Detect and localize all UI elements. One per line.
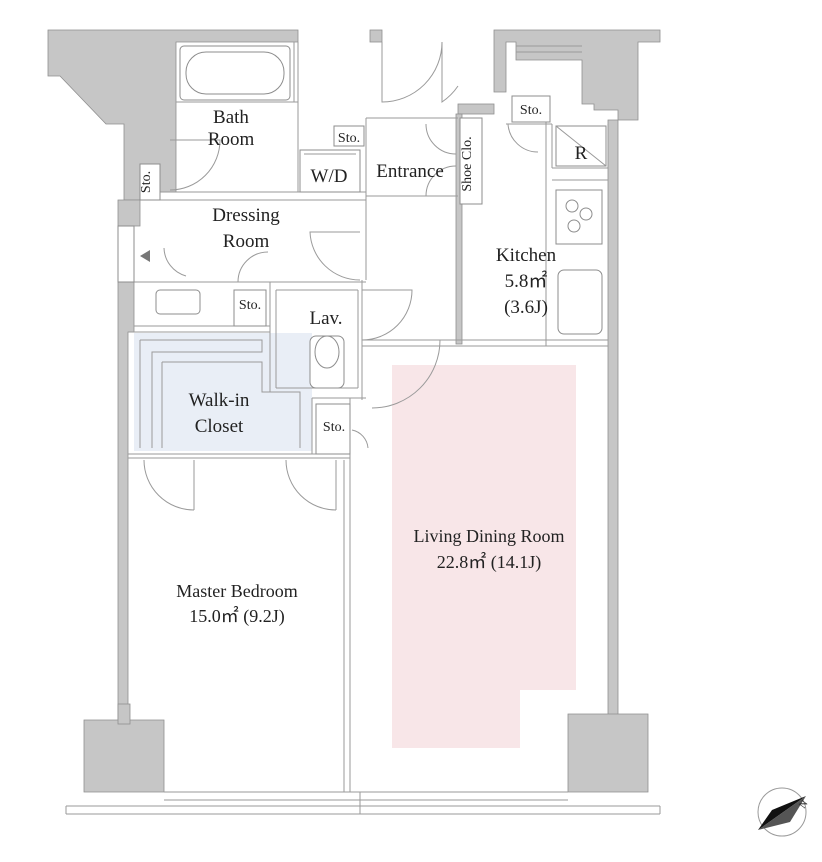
kitchen-area-label: 5.8㎡ xyxy=(505,269,548,292)
wall-entrance-right xyxy=(457,103,495,115)
shoe-closet-label: Shoe Clo. xyxy=(460,136,475,191)
living-dining-area-label: 22.8㎡ (14.1J) xyxy=(437,551,542,573)
wall-kitchen-divider xyxy=(455,113,463,345)
walkin-closet-label-line1: Walk-in xyxy=(189,390,250,411)
wall-top-mid xyxy=(369,29,383,43)
wall-bottom-right xyxy=(567,713,649,793)
sto-entrance-box xyxy=(333,125,365,147)
wall-bottom-left xyxy=(83,719,165,793)
washer-dryer-box xyxy=(299,149,361,193)
wall-bottom-left-strip xyxy=(117,703,131,725)
vent-marker-icon xyxy=(140,250,150,262)
walkin-closet-label-line2: Closet xyxy=(195,416,244,437)
lav-label: Lav. xyxy=(309,308,342,329)
bath-room-label-line2: Room xyxy=(208,129,255,150)
sto-dressing-box xyxy=(233,289,267,327)
wall-right xyxy=(607,119,619,721)
sto-entrance-label: Sto. xyxy=(338,131,360,146)
shoe-closet-box xyxy=(459,117,483,205)
kitchen-jo-label: (3.6J) xyxy=(504,297,548,318)
toilet-bowl xyxy=(314,335,340,369)
sto-top-right-label: Sto. xyxy=(520,103,542,118)
bath-room-label-line1: Bath xyxy=(213,107,249,128)
fridge-box xyxy=(555,125,607,167)
living-dining-label: Living Dining Room xyxy=(413,526,564,546)
wd-label: W/D xyxy=(311,166,348,187)
door-swings xyxy=(143,41,539,511)
sto-bath-left-box xyxy=(139,163,161,201)
sto-walkin-box xyxy=(315,403,351,455)
sto-top-right-box xyxy=(511,95,551,123)
bathtub xyxy=(179,45,291,101)
living-dining-area xyxy=(392,365,576,748)
sto-dressing-label: Sto. xyxy=(239,298,261,313)
sto-walkin-label: Sto. xyxy=(323,420,345,435)
wall-left xyxy=(117,281,135,721)
master-bedroom-area-label: 15.0㎡ (9.2J) xyxy=(189,605,285,627)
compass-icon: N xyxy=(757,787,811,837)
master-bedroom-label: Master Bedroom xyxy=(176,581,297,601)
dressing-room-label-line2: Room xyxy=(223,231,270,252)
stove xyxy=(555,189,603,245)
fridge-label: R xyxy=(575,143,588,164)
kitchen-sink xyxy=(557,269,603,335)
entrance-label: Entrance xyxy=(376,161,444,182)
sto-bath-left-label: Sto. xyxy=(139,171,154,193)
dressing-room-label-line1: Dressing xyxy=(212,205,280,226)
dressing-vanity xyxy=(155,289,201,315)
kitchen-label: Kitchen xyxy=(496,245,557,266)
